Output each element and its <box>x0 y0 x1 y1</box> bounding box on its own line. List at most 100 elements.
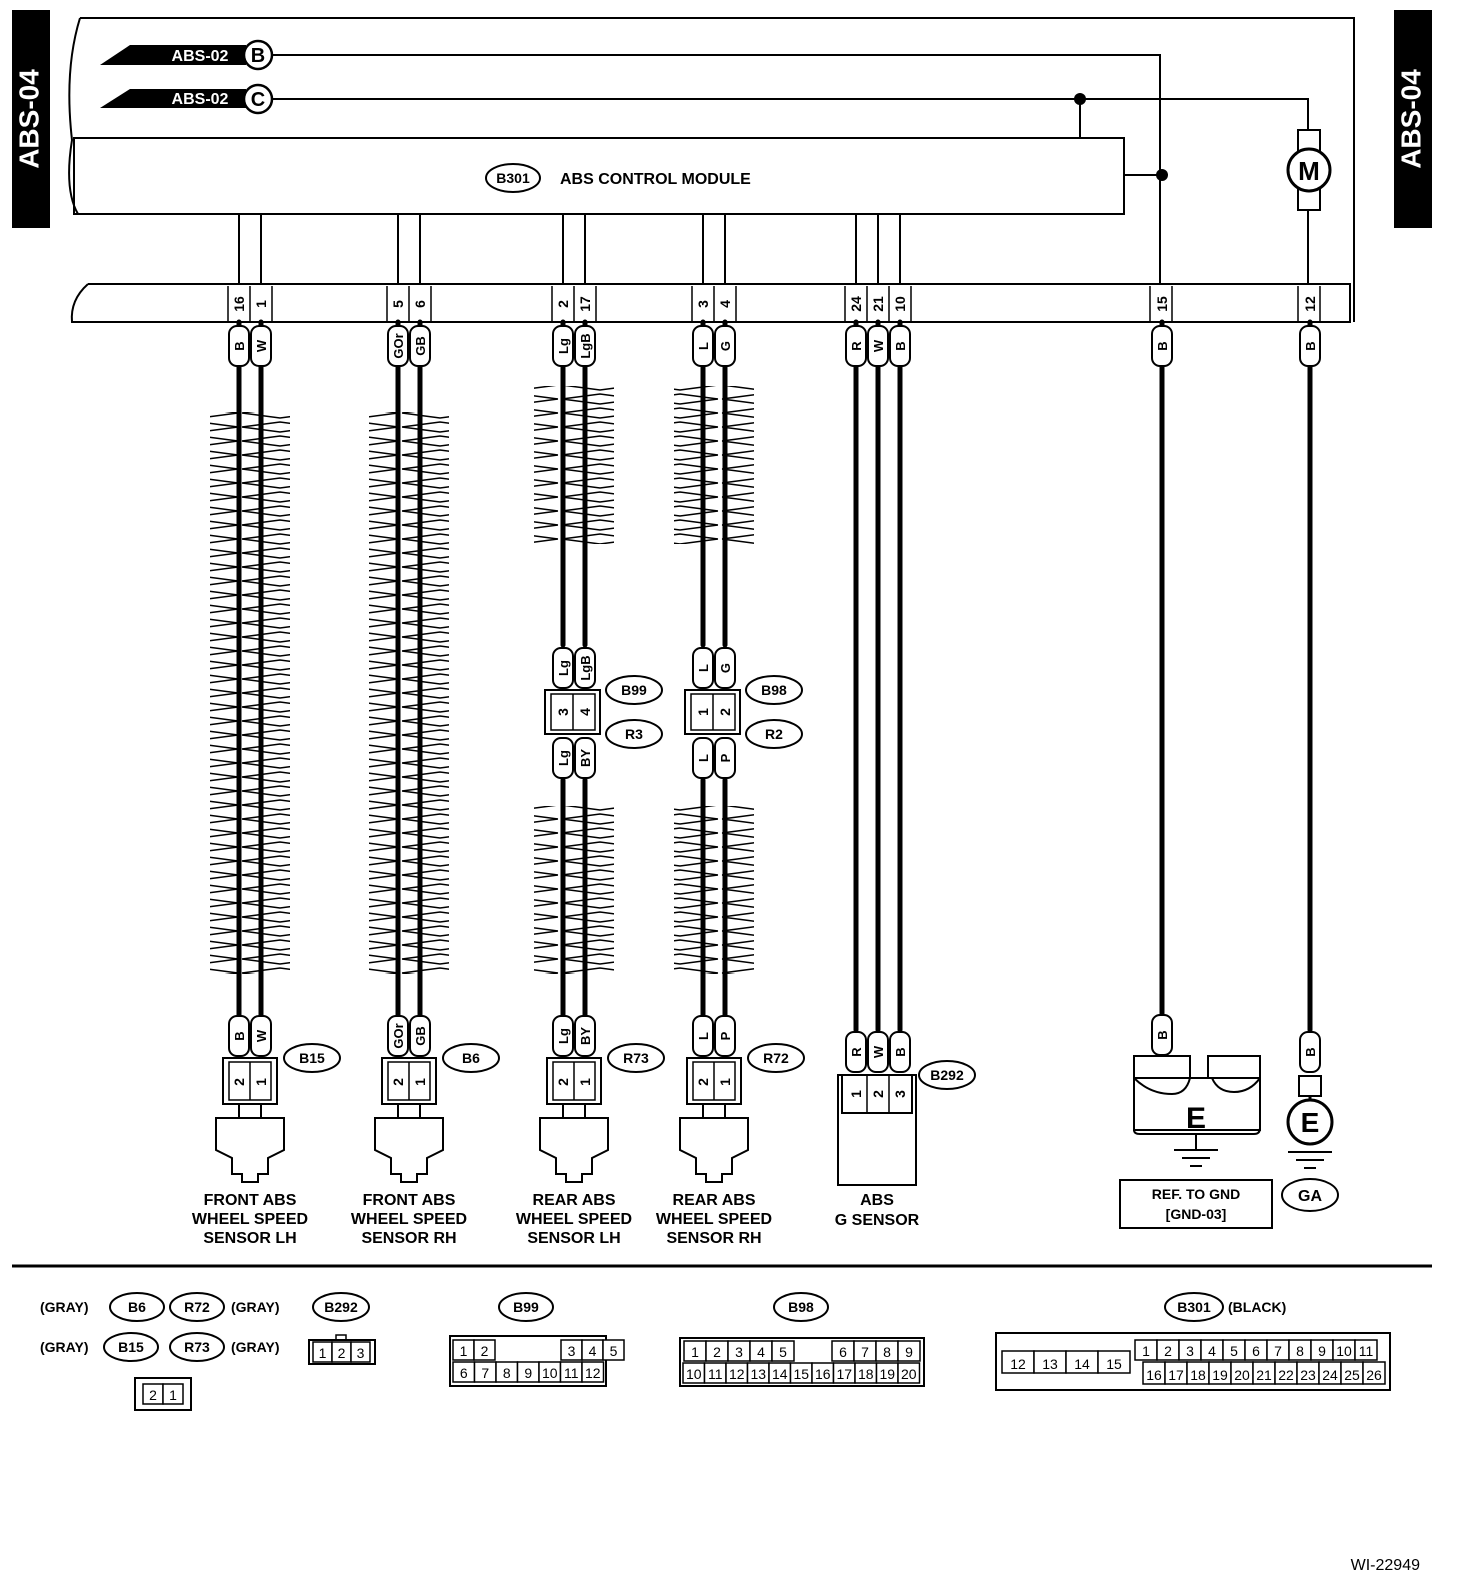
input-c[interactable]: ABS-02 C <box>100 83 274 115</box>
connector-face-cell: 17 <box>1164 1361 1188 1385</box>
wire-color-tag: BY <box>574 737 596 779</box>
sensor-label: SENSOR RH <box>666 1230 761 1247</box>
connector-face-pin: 6 <box>1252 1343 1260 1359</box>
wire-color-tag: W <box>867 325 889 367</box>
g-sensor-pin: 1 <box>848 1090 864 1098</box>
connector-face-cell: 3 <box>560 1339 583 1361</box>
input-b-connector: ABS-02 <box>172 48 229 65</box>
connector-face-pin: 2 <box>1164 1343 1172 1359</box>
connector-face-pin: 1 <box>460 1343 468 1359</box>
connector-face-pin: 2 <box>338 1345 346 1361</box>
mid-connector-upper: B99 <box>621 682 647 698</box>
wire-color-label: B <box>1155 341 1170 350</box>
legend-b6: B6 <box>128 1299 146 1315</box>
connector-face-pin: 9 <box>905 1344 913 1360</box>
connector-face-cell: 12 <box>581 1361 605 1383</box>
ground-ga[interactable]: E GA <box>1281 1075 1339 1212</box>
connector-face-pin: 1 <box>1142 1343 1150 1359</box>
pin-numbers: 16 1 5 6 2 17 3 4 24 21 10 15 12 <box>231 296 1318 312</box>
g-sensor[interactable]: 1 2 3 B292 ABS G SENSOR <box>835 1060 976 1229</box>
connector-face-pin: 24 <box>1322 1367 1338 1383</box>
connector-face-cell: 13 <box>1033 1350 1067 1374</box>
g-sensor-label: G SENSOR <box>835 1212 920 1229</box>
connector-face-pin: 7 <box>481 1365 489 1381</box>
connector-face-pin: 12 <box>585 1365 601 1381</box>
connector-face-cell: 5 <box>1222 1339 1246 1361</box>
connector-face-pin: 11 <box>708 1366 723 1382</box>
wire-color-tag: B <box>1299 1031 1321 1073</box>
sensor-connector: B6 <box>462 1050 480 1066</box>
connector-face-cell: 16 <box>811 1362 835 1384</box>
wire-color-tag: Lg <box>552 647 574 689</box>
sensor-label: FRONT ABS <box>204 1192 297 1209</box>
sensor-pin: 1 <box>577 1078 593 1086</box>
g-sensor-label: ABS <box>860 1192 894 1209</box>
wire-color-tag: B <box>1151 325 1173 367</box>
connector-face-cell: 3 <box>350 1341 371 1363</box>
input-b[interactable]: ABS-02 B <box>100 39 274 71</box>
sensor-connector: R73 <box>623 1050 649 1066</box>
connector-face-cell: 4 <box>581 1339 604 1361</box>
motor-symbol: M <box>1298 156 1320 186</box>
pin-number: 6 <box>412 300 428 308</box>
pin-number: 15 <box>1154 296 1170 312</box>
wire-color-label: LgB <box>578 333 593 358</box>
pin-number: 10 <box>892 296 908 312</box>
mid-connector-upper: B98 <box>761 682 787 698</box>
legend-b99: B99 <box>513 1299 539 1315</box>
connector-face-cell: 7 <box>1266 1339 1290 1361</box>
connector-face-cell: 11 <box>703 1362 727 1384</box>
connector-face-pin: 8 <box>883 1344 891 1360</box>
side-tab-right-label: ABS-04 <box>1395 69 1426 169</box>
legend-gray: (GRAY) <box>40 1339 89 1355</box>
sensor-label: REAR ABS <box>533 1192 616 1209</box>
connector-face-pin: 5 <box>1230 1343 1238 1359</box>
wire-color-tag: G <box>714 647 736 689</box>
connector-face-pin: 4 <box>589 1343 597 1359</box>
legend-gray: (GRAY) <box>231 1339 280 1355</box>
connector-face-pin: 16 <box>815 1366 831 1382</box>
wire-color-label: L <box>696 664 711 672</box>
wire-color-label: W <box>871 339 886 352</box>
connector-face-cell: 10 <box>538 1361 562 1383</box>
connector-face-pin: 1 <box>169 1387 177 1403</box>
connector-face-pin: 6 <box>460 1365 468 1381</box>
legend-b301: B301 <box>1177 1299 1211 1315</box>
mid-connector-b98-r2[interactable]: 1 2 B98 R2 <box>684 675 803 749</box>
sensor-pin: 1 <box>412 1078 428 1086</box>
connector-face-pin: 13 <box>750 1366 766 1382</box>
connector-face-cell: 12 <box>1001 1350 1035 1374</box>
wire-color-label: P <box>718 1031 733 1040</box>
wire-color-label: B <box>893 341 908 350</box>
wire-color-label: B <box>232 1031 247 1040</box>
input-c-connector: ABS-02 <box>172 91 229 108</box>
wire-color-label: L <box>696 342 711 350</box>
wire-color-label: GB <box>413 336 428 356</box>
connector-face-cell: 2 <box>705 1340 729 1362</box>
connector-face-cell: 5 <box>602 1339 625 1361</box>
wire-color-label: BY <box>578 1027 593 1045</box>
connector-face-cell: 11 <box>559 1361 583 1383</box>
connector-face-cell: 8 <box>495 1361 519 1383</box>
mid-connector-b99-r3[interactable]: 3 4 B99 R3 <box>544 675 663 749</box>
ground-e-symbol: E <box>1186 1102 1206 1135</box>
connector-face-pin: 22 <box>1278 1367 1294 1383</box>
connector-face-cell: 18 <box>1186 1361 1210 1385</box>
connector-face-pin: 23 <box>1300 1367 1316 1383</box>
connector-face-cell: 5 <box>771 1340 795 1362</box>
connector-face-cell: 19 <box>875 1362 899 1384</box>
ground-e[interactable]: E REF. TO GND [GND-03] <box>1119 1055 1273 1229</box>
connector-face-pin: 16 <box>1146 1367 1162 1383</box>
connector-face-pin: 1 <box>319 1345 327 1361</box>
connector-face-pin: 4 <box>757 1344 765 1360</box>
legend-b15: B15 <box>118 1339 144 1355</box>
connector-face-cell: 22 <box>1274 1361 1298 1385</box>
wire-color-label: B <box>893 1047 908 1056</box>
pin-number: 17 <box>577 296 593 312</box>
connector-face-pin: 6 <box>839 1344 847 1360</box>
